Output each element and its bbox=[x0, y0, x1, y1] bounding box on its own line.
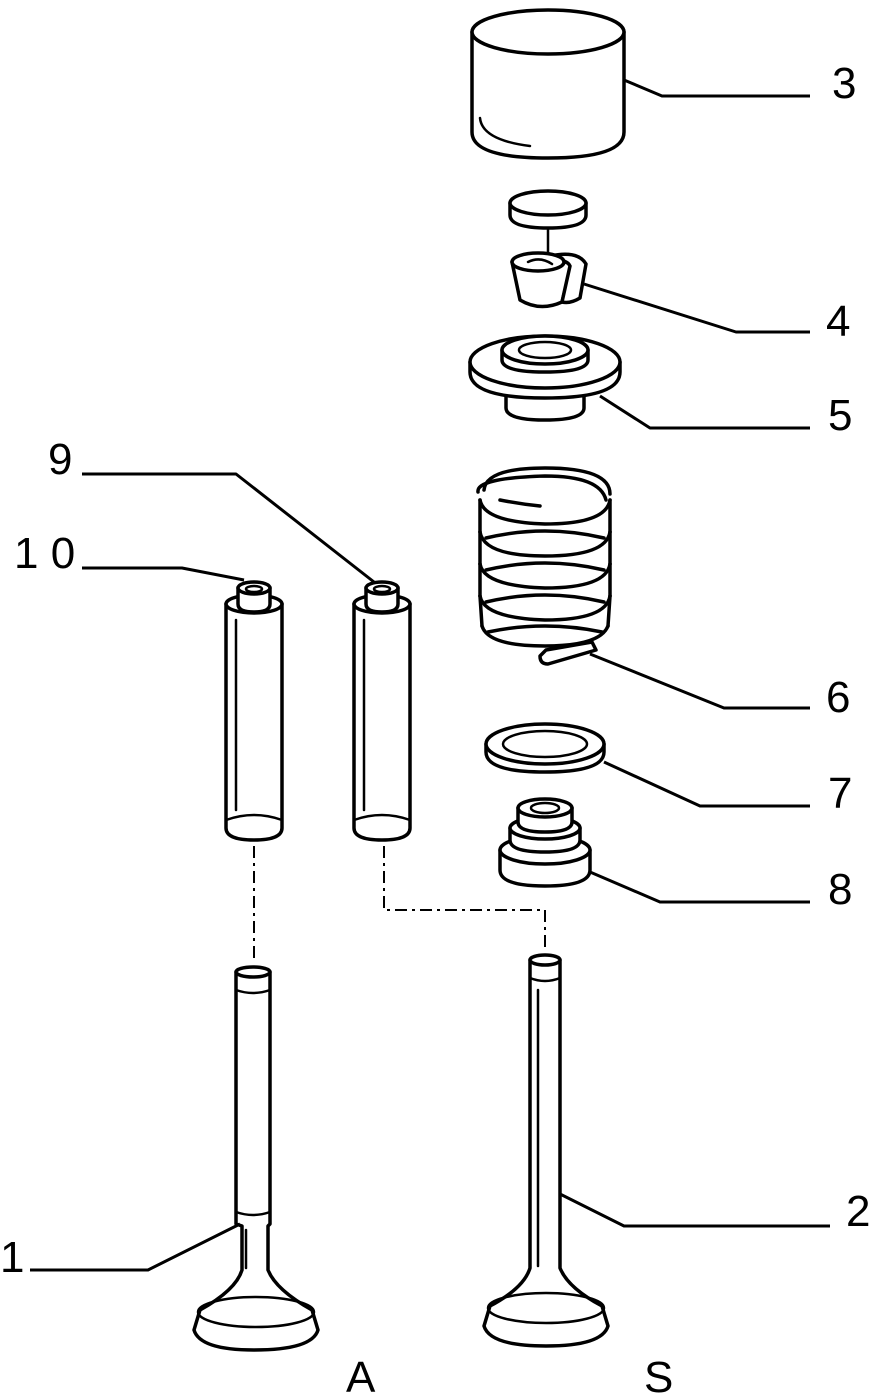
exhaust-valve bbox=[482, 953, 610, 1348]
callout-1: 1 bbox=[0, 1233, 24, 1282]
valve-guide-left bbox=[224, 580, 284, 842]
callout-2: 2 bbox=[846, 1187, 870, 1236]
leader-lines bbox=[30, 78, 830, 1272]
callout-7: 7 bbox=[828, 769, 852, 818]
adjusting-shim bbox=[508, 189, 588, 230]
valve-cotters bbox=[510, 251, 588, 309]
valve-guide-right bbox=[352, 580, 412, 842]
spring-seat-washer bbox=[484, 722, 606, 774]
callout-5: 5 bbox=[828, 391, 852, 440]
tappet-bucket bbox=[470, 8, 626, 160]
intake-valve bbox=[192, 965, 320, 1352]
valve-stem-seal bbox=[498, 797, 592, 888]
assembly-axes bbox=[253, 846, 546, 962]
callout-8: 8 bbox=[828, 865, 852, 914]
callout-9: 9 bbox=[48, 435, 72, 484]
intake-side-label: A bbox=[346, 1353, 376, 1395]
exhaust-side-label: S bbox=[644, 1353, 673, 1395]
callout-10: 1 0 bbox=[14, 529, 75, 578]
callout-3: 3 bbox=[832, 59, 856, 108]
valve-spring bbox=[476, 466, 612, 666]
spring-retainer-upper bbox=[468, 334, 622, 422]
callout-4: 4 bbox=[826, 297, 850, 346]
callout-6: 6 bbox=[826, 673, 850, 722]
